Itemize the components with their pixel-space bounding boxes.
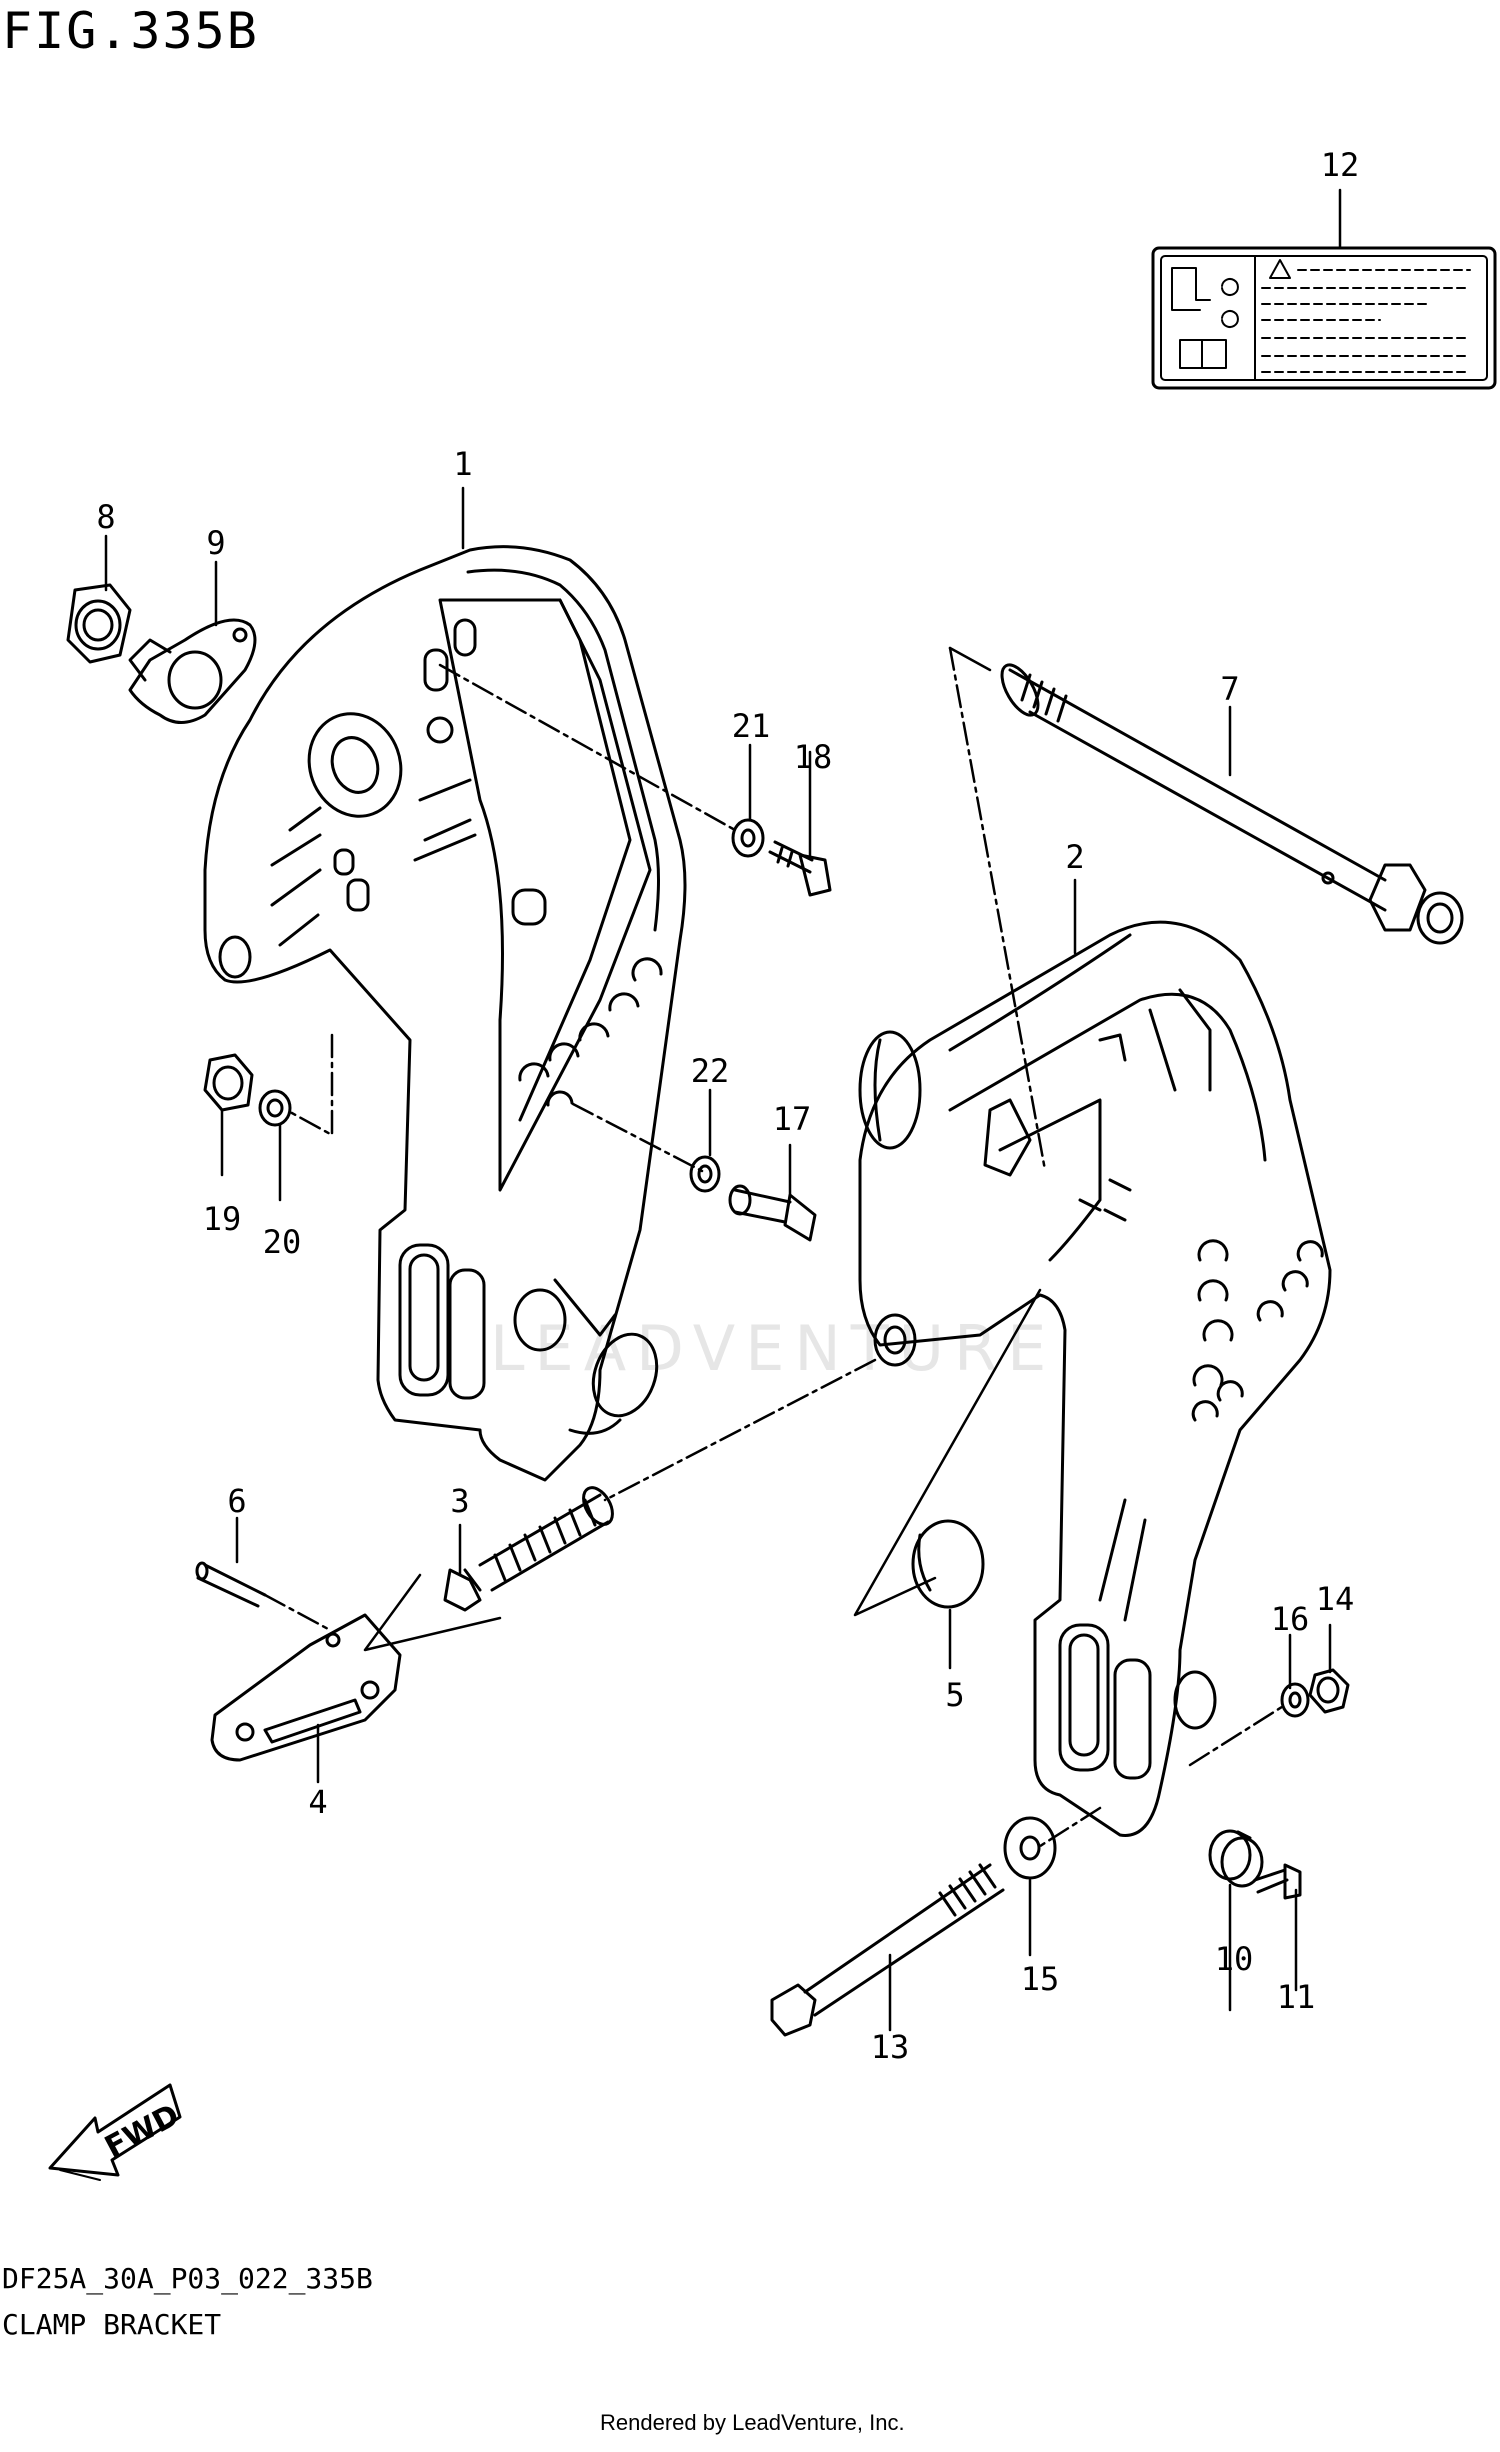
assembly-lines-solid bbox=[363, 646, 1042, 1652]
part-5-cap[interactable] bbox=[911, 1519, 985, 1609]
part-16-washer[interactable] bbox=[1280, 1682, 1310, 1718]
callout-19: 19 bbox=[203, 1200, 242, 1238]
callout-2: 2 bbox=[1065, 838, 1084, 876]
callout-16: 16 bbox=[1271, 1600, 1310, 1638]
part-21-washer[interactable] bbox=[731, 818, 765, 858]
callout-18: 18 bbox=[794, 738, 833, 776]
callout-3: 3 bbox=[450, 1482, 469, 1520]
callout-labels: 1 2 3 4 5 6 7 8 9 10 11 12 13 14 15 16 1… bbox=[96, 146, 1359, 2066]
callout-21: 21 bbox=[732, 707, 771, 745]
part-3-spring[interactable] bbox=[443, 1483, 618, 1612]
callout-8: 8 bbox=[96, 498, 115, 536]
part-10-spacer[interactable] bbox=[1208, 1829, 1264, 1888]
part-11-screw[interactable] bbox=[1253, 1863, 1302, 1900]
callout-12: 12 bbox=[1321, 146, 1360, 184]
part-20-washer[interactable] bbox=[258, 1089, 292, 1127]
fwd-arrow-label: FWD bbox=[99, 2098, 185, 2166]
part-13-bolt[interactable] bbox=[770, 1863, 1005, 2037]
part-7-shaft[interactable] bbox=[995, 659, 1464, 945]
callout-20: 20 bbox=[263, 1223, 302, 1261]
part-14-nut[interactable] bbox=[1308, 1668, 1350, 1714]
callout-10: 10 bbox=[1215, 1940, 1254, 1978]
part-9-plate[interactable] bbox=[128, 618, 257, 724]
leader-lines bbox=[104, 188, 1342, 2032]
part-4-lever[interactable] bbox=[210, 1613, 402, 1762]
callout-5: 5 bbox=[945, 1676, 964, 1714]
fwd-arrow: FWD bbox=[48, 2083, 185, 2181]
callout-14: 14 bbox=[1316, 1580, 1355, 1618]
assembly-lines bbox=[263, 646, 1287, 1850]
callout-9: 9 bbox=[206, 524, 225, 562]
callout-11: 11 bbox=[1277, 1978, 1316, 2016]
callout-17: 17 bbox=[773, 1100, 812, 1138]
model-code: DF25A_30A_P03_022_335B bbox=[2, 2262, 373, 2295]
callout-1: 1 bbox=[453, 445, 472, 483]
part-17-pin[interactable] bbox=[728, 1184, 817, 1242]
part-22-washer[interactable] bbox=[689, 1155, 721, 1193]
figure-title: FIG.335B bbox=[2, 2, 259, 60]
part-18-bolt[interactable] bbox=[768, 840, 832, 897]
callout-6: 6 bbox=[227, 1482, 246, 1520]
callout-13: 13 bbox=[871, 2028, 910, 2066]
callout-4: 4 bbox=[308, 1783, 327, 1821]
part-6-pin[interactable] bbox=[195, 1561, 267, 1608]
part-8-nut[interactable] bbox=[66, 583, 132, 664]
section-name: CLAMP BRACKET bbox=[2, 2308, 222, 2341]
part-19-nut[interactable] bbox=[203, 1053, 254, 1112]
part-12-warning-label[interactable] bbox=[1151, 246, 1497, 390]
part-2-clamp-bracket-right[interactable] bbox=[858, 920, 1332, 1837]
render-credit: Rendered by LeadVenture, Inc. bbox=[600, 2410, 905, 2435]
part-1-clamp-bracket-left[interactable] bbox=[203, 545, 687, 1482]
callout-22: 22 bbox=[691, 1052, 730, 1090]
callout-15: 15 bbox=[1021, 1960, 1060, 1998]
part-15-washer[interactable] bbox=[1003, 1816, 1057, 1880]
watermark-text: LEADVENTURE bbox=[490, 1312, 1056, 1385]
callout-7: 7 bbox=[1220, 670, 1239, 708]
